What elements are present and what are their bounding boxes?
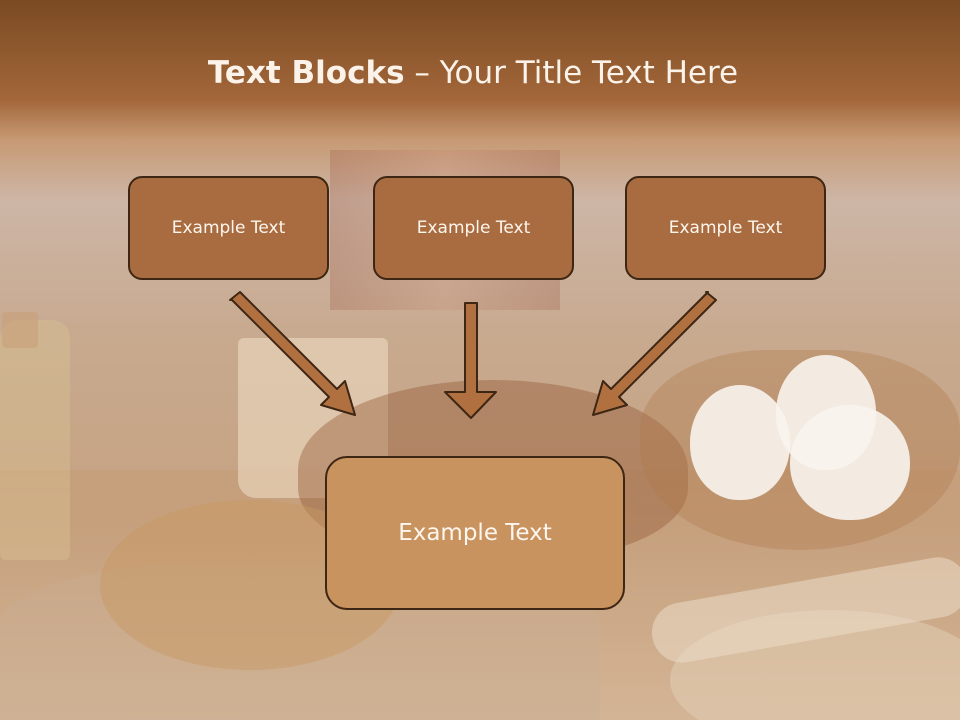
- main-text-block-label: Example Text: [398, 520, 552, 546]
- background-egg: [790, 405, 910, 520]
- arrow-down-right: [229, 291, 356, 416]
- slide-title-rest: – Your Title Text Here: [404, 55, 739, 91]
- text-block-label: Example Text: [171, 218, 286, 238]
- slide-title[interactable]: Text Blocks – Your Title Text Here: [0, 55, 946, 91]
- main-text-block[interactable]: Example Text: [325, 456, 625, 610]
- background-oil-bottle: [0, 320, 70, 560]
- arrow-down-left: [592, 291, 717, 416]
- text-block-label: Example Text: [416, 218, 531, 238]
- text-block-2[interactable]: Example Text: [373, 176, 574, 280]
- background-bottle-cork: [2, 312, 38, 348]
- background-egg: [690, 385, 790, 500]
- text-block-1[interactable]: Example Text: [128, 176, 329, 280]
- text-block-3[interactable]: Example Text: [625, 176, 826, 280]
- slide-title-bold: Text Blocks: [207, 55, 405, 91]
- text-block-label: Example Text: [668, 218, 783, 238]
- arrow-down: [444, 302, 497, 419]
